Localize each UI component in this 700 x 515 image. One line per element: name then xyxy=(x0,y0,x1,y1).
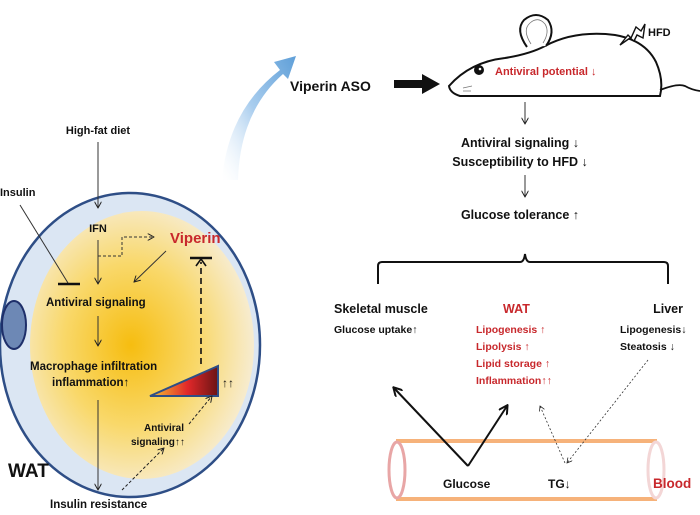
antiviral-potential-label: Antiviral potential ↓ xyxy=(495,66,596,78)
antiviral-small-to-wedge-dashed-arrow xyxy=(188,396,212,425)
mouse-icon xyxy=(447,14,700,97)
skeletal-muscle-title: Skeletal muscle xyxy=(334,302,428,316)
wat-cell xyxy=(0,191,262,499)
insulin-inhibition-line xyxy=(19,204,69,284)
high-fat-diet-label: High-fat diet xyxy=(66,125,130,137)
aso-injection-arrow-icon xyxy=(394,74,440,94)
wat-effect-inflammation: Inflammation↑↑ xyxy=(476,375,552,387)
ifn-label: IFN xyxy=(89,223,107,235)
glucose-uptake-label: Glucose uptake↑ xyxy=(334,324,417,336)
lightning-bolt-icon xyxy=(619,23,646,46)
liver-effect-lipogenesis: Lipogenesis↓ xyxy=(620,324,687,336)
glucose-to-wat-arrow xyxy=(467,406,507,467)
cell-lipid-core xyxy=(30,211,254,479)
blood-vessel xyxy=(387,439,666,501)
cell-nucleus xyxy=(1,300,27,350)
insulin-resistance-label: Insulin resistance xyxy=(50,499,147,511)
organs-bracket xyxy=(377,253,669,284)
antiviral-signaling-down-label: Antiviral signaling ↓ xyxy=(461,136,579,150)
viperin-label: Viperin xyxy=(170,230,221,247)
liver-title: Liver xyxy=(653,302,683,316)
susceptibility-label: Susceptibility to HFD ↓ xyxy=(452,155,587,169)
tg-to-wat-dashed-arrow xyxy=(540,406,566,464)
blue-curved-arrow-icon xyxy=(222,56,296,180)
wat-effect-lipolysis: Lipolysis ↑ xyxy=(476,341,530,353)
wat-effect-lipogenesis: Lipogenesis ↑ xyxy=(476,324,545,336)
blood-label: Blood xyxy=(653,476,691,491)
ifn-to-viperin-dashed-arrow xyxy=(98,237,154,257)
viperin-to-antiviral-arrow xyxy=(134,250,167,282)
antiviral-small-label-line1: Antiviral xyxy=(144,423,184,434)
insulin-label: Insulin xyxy=(0,187,36,199)
vessel-right-opening xyxy=(646,440,666,500)
vessel-left-opening xyxy=(387,440,407,500)
antiviral-signaling-label: Antiviral signaling xyxy=(46,297,146,309)
liver-to-tg-dashed-arrow xyxy=(567,359,649,463)
inflammation-gradient-wedge xyxy=(149,364,219,397)
wat-tissue-label: WAT xyxy=(8,461,49,482)
viperin-aso-label: Viperin ASO xyxy=(290,78,371,94)
glucose-label: Glucose xyxy=(443,477,491,491)
liver-effect-steatosis: Steatosis ↓ xyxy=(620,341,675,353)
wedge-double-up-arrows: ↑↑ xyxy=(222,376,234,390)
inflammation-label: inflammation↑ xyxy=(52,377,129,389)
antiviral-small-label-line2: signaling↑↑ xyxy=(131,437,185,448)
glucose-to-muscle-arrow xyxy=(394,388,469,467)
hfd-label: HFD xyxy=(648,27,671,39)
wat-effect-lipid-storage: Lipid storage ↑ xyxy=(476,358,550,370)
tg-label: TG↓ xyxy=(548,477,571,491)
glucose-tolerance-label: Glucose tolerance ↑ xyxy=(461,208,579,222)
wat-organ-title: WAT xyxy=(503,302,530,316)
macrophage-infiltration-label: Macrophage infiltration xyxy=(30,361,157,373)
